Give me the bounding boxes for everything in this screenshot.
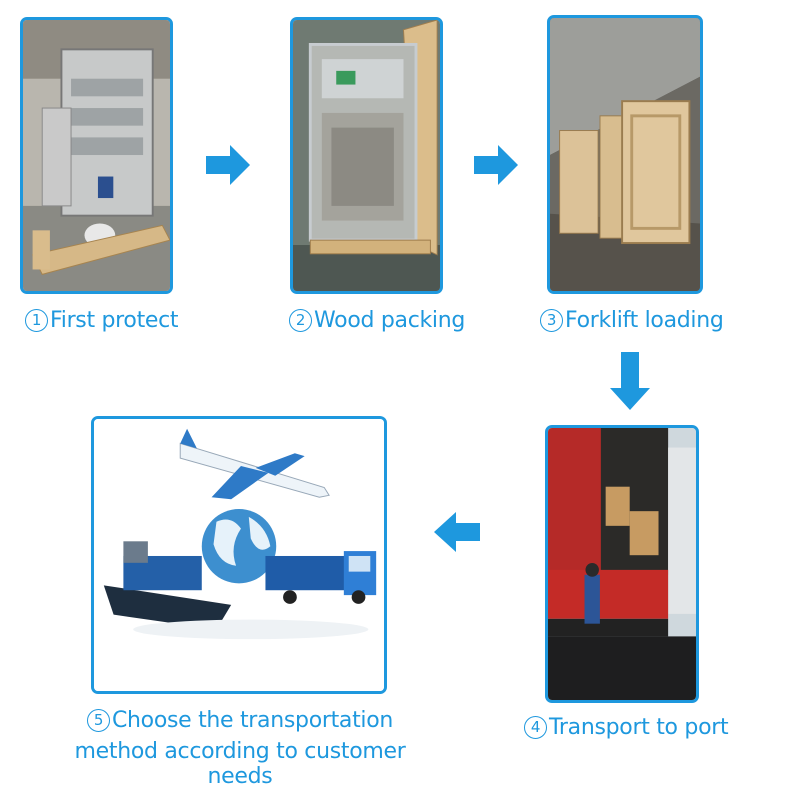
arrow-down-icon (610, 352, 650, 410)
arrow-left-icon (434, 512, 480, 552)
step-number-badge: 3 (540, 309, 563, 332)
step-label: Forklift loading (565, 308, 724, 333)
step-label: Transport to port (549, 715, 729, 740)
step-2-photo (290, 17, 443, 294)
step-label: Wood packing (314, 308, 466, 333)
step-number-badge: 2 (289, 309, 312, 332)
step-number-badge: 1 (25, 309, 48, 332)
step-3-photo (547, 15, 703, 294)
step-4-photo (545, 425, 699, 703)
step-1-photo (20, 17, 173, 294)
arrow-right-icon (474, 145, 518, 185)
step-5-photo (91, 416, 387, 694)
step-label-line2: method according to customer needs (74, 739, 406, 789)
step-number-badge: 5 (86, 709, 110, 732)
step-label: First protect (50, 308, 179, 333)
step-label-line1: Choose the transportation (111, 708, 394, 733)
arrow-right-icon (206, 145, 250, 185)
step-number-badge: 4 (524, 716, 547, 739)
